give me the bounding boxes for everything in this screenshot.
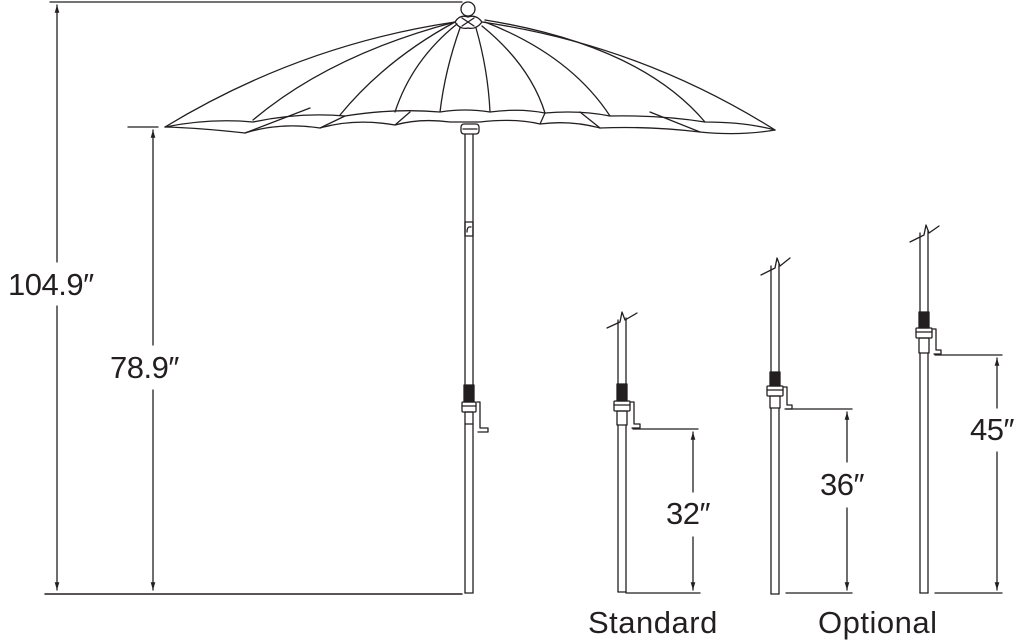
pole-optional-45 [909,224,1003,594]
pole-optional-36-height-label: 36″ [820,467,864,502]
caption-optional: Optional [818,605,938,640]
umbrella-canopy [164,1,776,135]
pole-standard-height-label: 32″ [666,496,710,531]
clearance-height-dimension [127,126,159,591]
crank-handle-icon [476,401,489,433]
pole-standard-32 [606,311,701,594]
overall-height-dimension [49,1,463,591]
overall-height-label: 104.9″ [8,267,94,302]
tilt-button-icon [464,221,474,237]
main-pole [460,123,489,594]
clearance-height-label: 78.9″ [110,350,179,385]
pole-optional-36 [760,257,853,595]
pole-optional-45-height-label: 45″ [970,412,1014,447]
caption-standard: Standard [588,605,718,640]
